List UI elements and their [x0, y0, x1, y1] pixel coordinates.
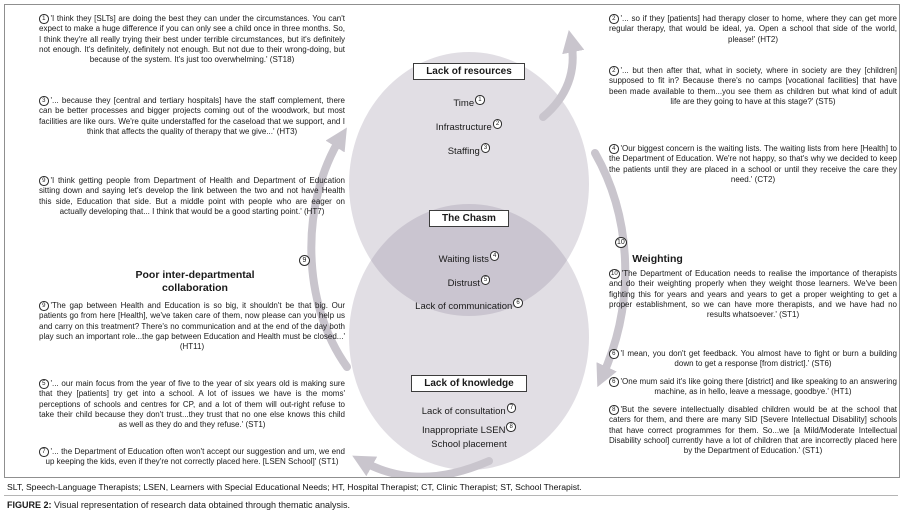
quote-block: 2'... but then after that, what in socie…	[609, 66, 897, 107]
quote-text: '... because they [central and tertiary …	[39, 96, 345, 136]
circled-number: 9	[39, 176, 49, 186]
box-lack-of-resources: Lack of resources	[349, 61, 589, 80]
circled-number: 10	[609, 269, 620, 279]
item-label: Lack of consultation	[421, 406, 506, 417]
circled-number: 1	[39, 14, 49, 24]
quote-text: 'Our biggest concern is the waiting list…	[609, 144, 897, 184]
venn-circle-lack-of-knowledge	[349, 204, 589, 470]
figure-caption-label: FIGURE 2:	[7, 500, 52, 510]
item-label: Waiting lists	[438, 254, 489, 265]
quote-text: '... so if they [patients] had therapy c…	[609, 14, 897, 44]
quote-text: 'I mean, you don't get feedback. You alm…	[620, 349, 898, 369]
box-title: Lack of knowledge	[411, 375, 527, 392]
item-label: Staffing	[447, 146, 480, 157]
circled-number: 2	[492, 119, 503, 129]
circled-number: 6	[609, 377, 619, 387]
arrow-left-icon	[307, 127, 351, 371]
box-title: Lack of resources	[413, 63, 525, 80]
circled-number: 7	[39, 447, 49, 457]
quote-text: 'I think getting people from Department …	[39, 176, 345, 216]
circled-number: 7	[506, 403, 517, 413]
box-title: The Chasm	[429, 210, 509, 227]
quote-block: 9'The gap between Health and Education i…	[39, 301, 345, 352]
quote-block: 3'... because they [central and tertiary…	[39, 96, 345, 137]
quote-block: 8'But the severe intellectually disabled…	[609, 405, 897, 456]
circled-number: 6	[513, 298, 523, 308]
quote-text: 'The Department of Education needs to re…	[609, 269, 897, 320]
circled-number: 9	[39, 301, 49, 311]
circled-number: 4	[609, 144, 619, 154]
circled-number: 2	[609, 66, 619, 76]
circled-number: 8	[609, 405, 619, 415]
item-label: Inappropriate LSEN	[422, 425, 506, 436]
circled-number: 6	[609, 349, 619, 359]
quote-block: 1'I think they [SLTs] are doing the best…	[39, 14, 345, 65]
quote-text: '... our main focus from the year of fiv…	[39, 379, 345, 430]
item-label: School placement	[431, 439, 507, 450]
box-lack-of-knowledge: Lack of knowledge	[349, 373, 589, 392]
quote-text: '... but then after that, what in societ…	[609, 66, 897, 106]
figure-caption-text: Visual representation of research data o…	[54, 500, 351, 510]
quote-block: 4'Our biggest concern is the waiting lis…	[609, 144, 897, 185]
item-school-placement: School placement	[349, 438, 589, 451]
quote-block: 9'I think getting people from Department…	[39, 176, 345, 217]
circled-number: 3	[480, 143, 491, 153]
arrow-top-icon	[539, 30, 585, 121]
circled-number: 2	[609, 14, 619, 24]
circled-number: 9	[299, 255, 310, 266]
item-label: Distrust	[447, 278, 480, 289]
venn-circle-lack-of-resources	[349, 52, 589, 316]
circled-number: 5	[480, 275, 491, 285]
figure-caption: FIGURE 2: Visual representation of resea…	[7, 500, 897, 510]
circled-number: 4	[489, 251, 500, 261]
circled-number: 1	[475, 95, 485, 105]
quote-text: 'The gap between Health and Education is…	[39, 301, 345, 352]
quote-block: 2'... so if they [patients] had therapy …	[609, 14, 897, 45]
circled-number: 10	[615, 237, 627, 248]
quote-text: '... the Department of Education often w…	[45, 447, 346, 467]
theme-label-poor-collaboration: Poor inter-departmental collaboration	[135, 269, 255, 294]
quote-text: 'One mum said it's like going there [dis…	[620, 377, 898, 397]
box-the-chasm: The Chasm	[349, 208, 589, 227]
quote-block: 7'... the Department of Education often …	[39, 447, 345, 468]
quote-block: 6'I mean, you don't get feedback. You al…	[609, 349, 897, 370]
arrow-bottom-icon	[352, 455, 493, 477]
circled-number: 8	[506, 422, 516, 432]
quote-block: 6'One mum said it's like going there [di…	[609, 377, 897, 398]
item-label: Lack of communication	[415, 301, 513, 312]
quote-block: 10'The Department of Education needs to …	[609, 269, 897, 320]
quote-text: 'But the severe intellectually disabled …	[609, 405, 897, 456]
abbreviations-note: SLT, Speech-Language Therapists; LSEN, L…	[7, 482, 582, 492]
circled-number: 3	[39, 96, 49, 106]
theme-label-weighting: Weighting	[632, 253, 683, 265]
divider	[4, 495, 898, 496]
quote-block: 5'... our main focus from the year of fi…	[39, 379, 345, 430]
item-label: Infrastructure	[435, 122, 492, 133]
circled-number: 5	[39, 379, 49, 389]
quote-text: 'I think they [SLTs] are doing the best …	[39, 14, 345, 65]
item-label: Time	[453, 98, 475, 109]
